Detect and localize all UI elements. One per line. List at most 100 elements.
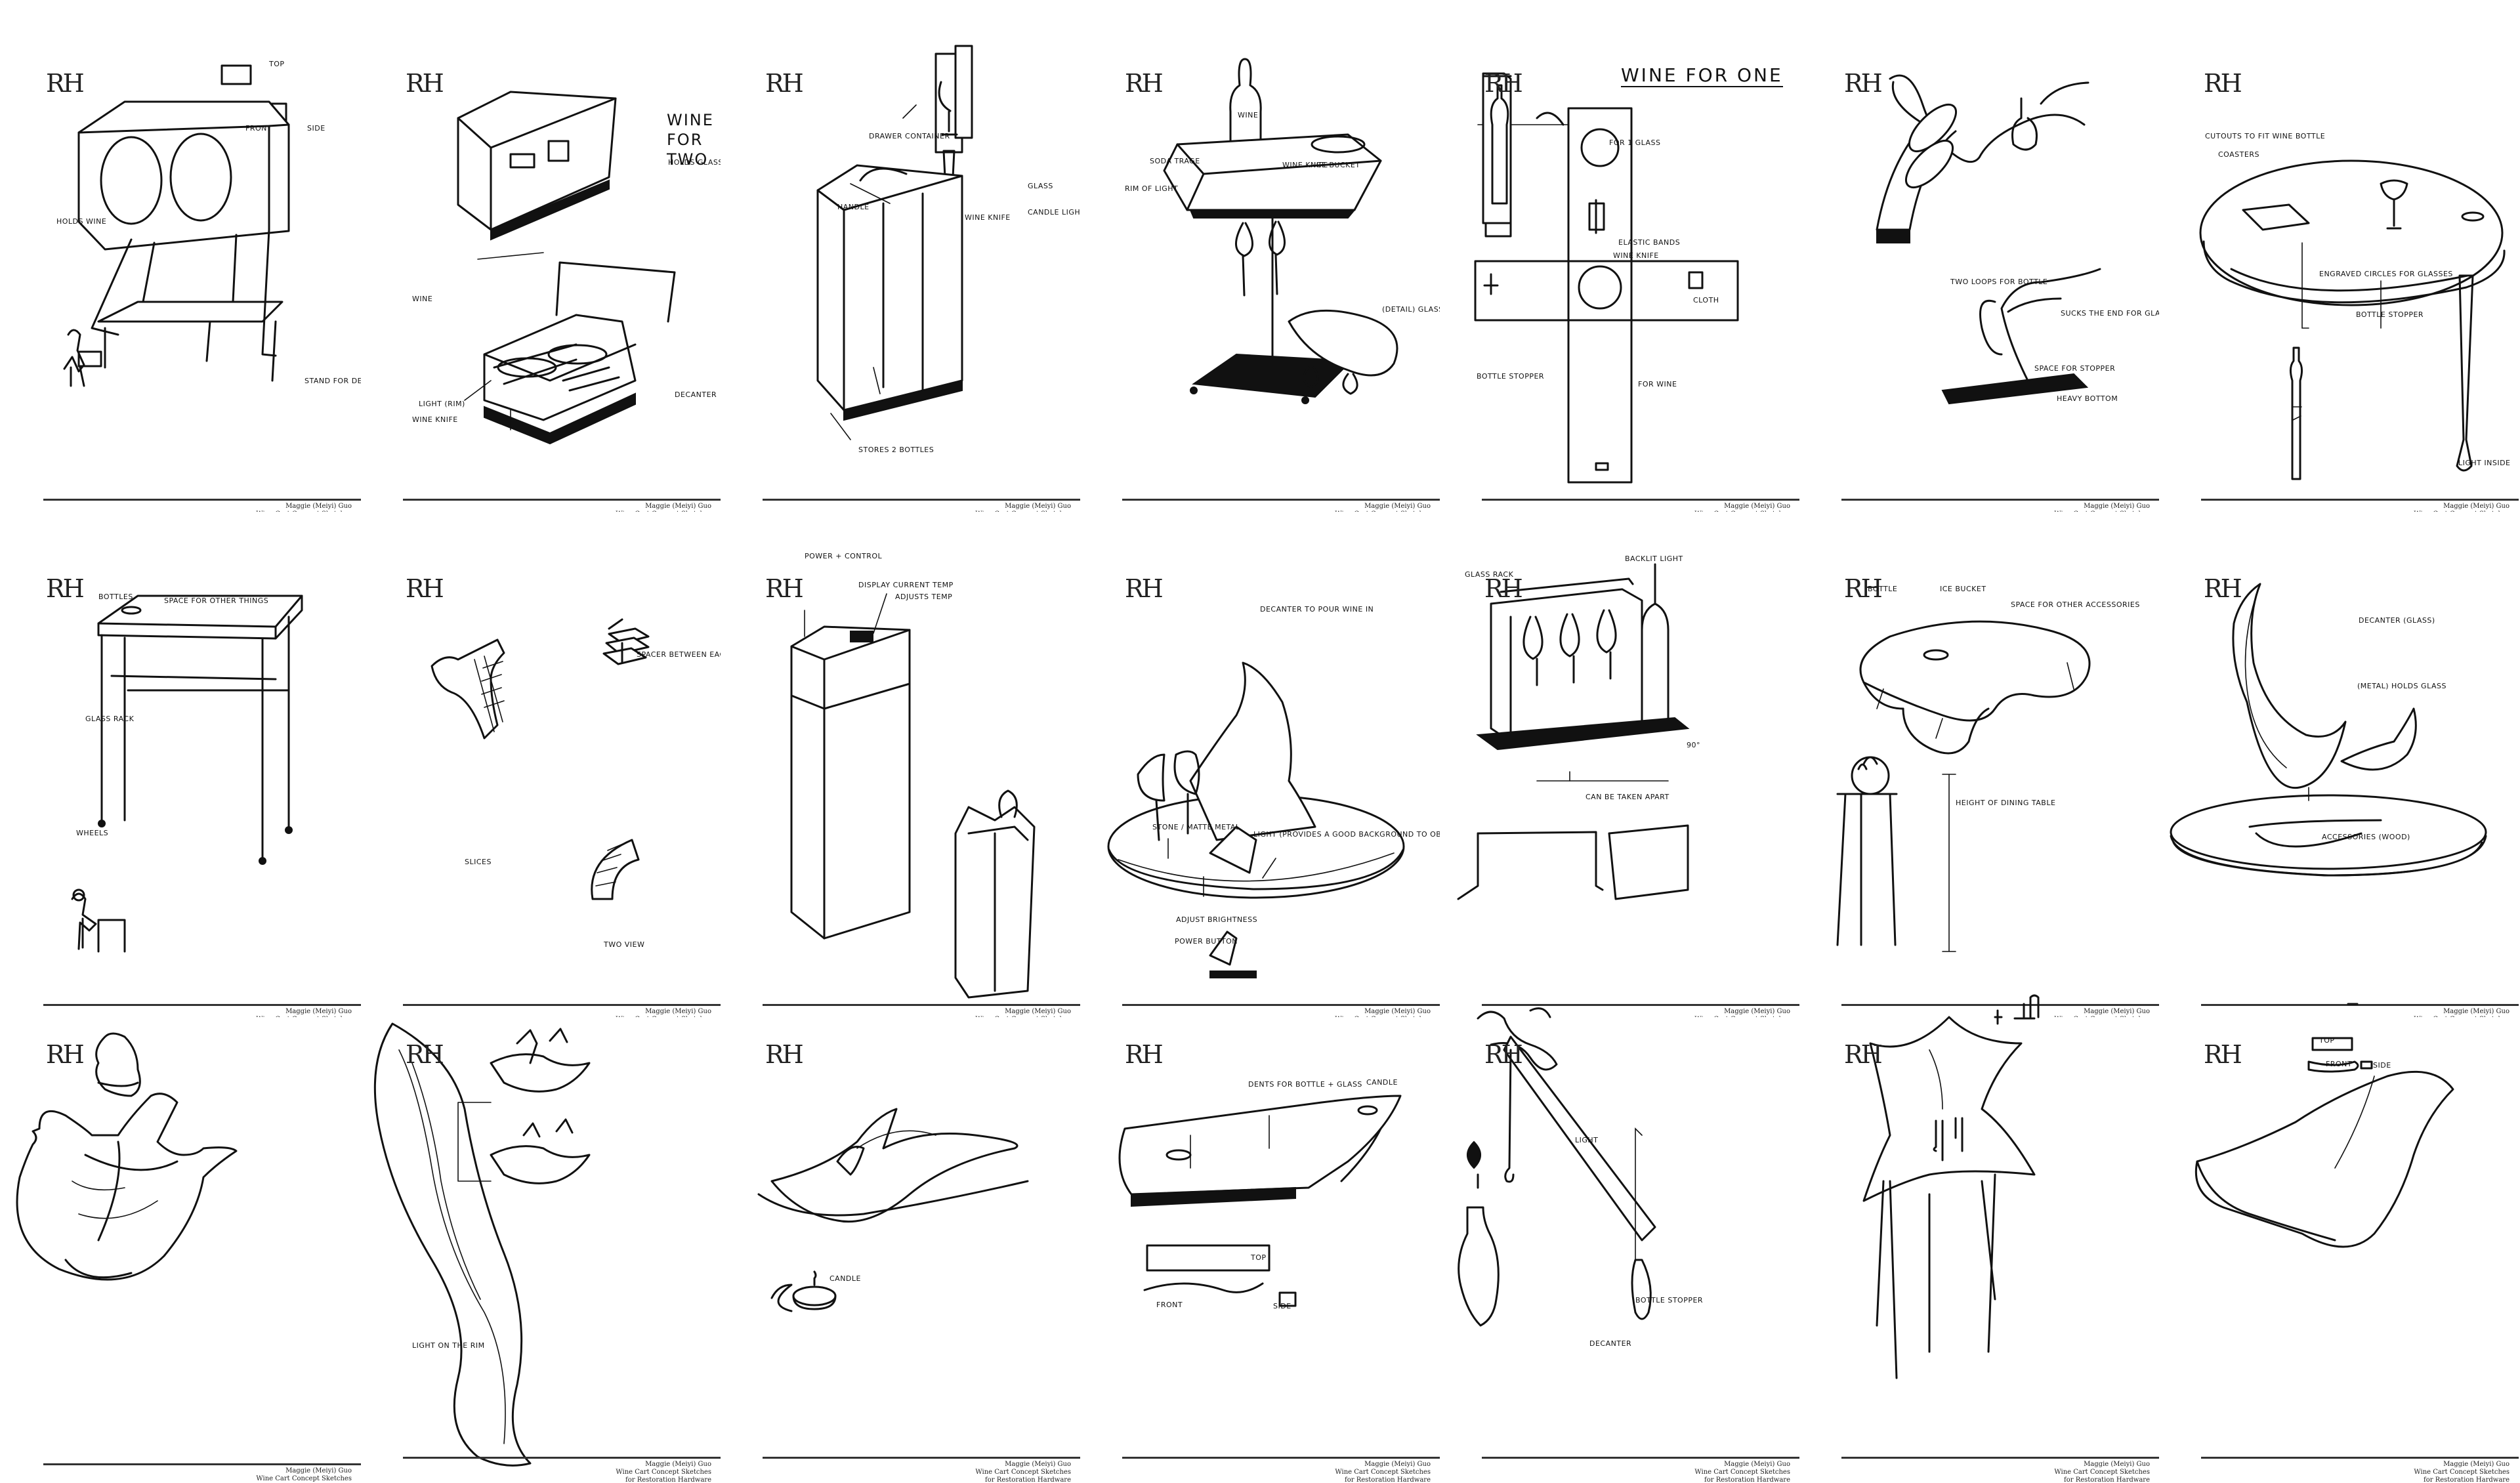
rh-logo: RH: [406, 574, 444, 603]
rh-logo: RH: [2204, 69, 2242, 98]
rh-logo: RH: [46, 574, 85, 603]
rh-logo: RH: [2204, 574, 2242, 603]
footer-title: Wine Cart Concept Sketches: [2414, 1469, 2510, 1476]
annotation-label: DISPLAY CURRENT TEMP: [858, 581, 954, 589]
annotation-label: GLASS RACK: [85, 715, 135, 723]
rh-logo: RH: [1125, 1040, 1164, 1069]
footer-title: Wine Cart Concept Sketches: [2352, 1016, 2510, 1017]
footer-rule: [1841, 1457, 2159, 1459]
concept-sketch-drawing: [719, 984, 1080, 1483]
annotation-label: FOR WINE: [1638, 380, 1677, 388]
annotation-label: RIM OF LIGHT: [1125, 184, 1179, 193]
concept-sketch-drawing: [1079, 984, 1440, 1483]
annotation-label: LIGHT (PROVIDES A GOOD BACKGROUND TO OBS…: [1253, 830, 1440, 839]
concept-sketch-drawing: [2158, 13, 2519, 512]
rh-logo: RH: [1484, 69, 1523, 98]
footer-title: Wine Cart Concept Sketches: [256, 1475, 352, 1482]
annotation-label: SUCKS THE END FOR GLASS: [2061, 309, 2159, 318]
footer-author: Maggie (Meiyi) Guo: [1364, 1461, 1431, 1468]
concept-sketch-drawing: [360, 13, 721, 512]
footer-title: Wine Cart Concept Sketches: [975, 1469, 1071, 1476]
footer-author: Maggie (Meiyi) Guo: [285, 1008, 352, 1015]
annotation-label: LIGHT (RIM): [419, 400, 465, 408]
annotation-label: CANDLE: [830, 1274, 861, 1283]
annotation-label: COASTERS: [2218, 150, 2259, 159]
annotation-label: WHEELS: [76, 829, 109, 837]
footer-title: Wine Cart Concept Sketches: [194, 511, 352, 512]
annotation-label: BOTTLE STOPPER: [2356, 310, 2424, 319]
annotation-label: DECANTER: [675, 390, 717, 399]
footer-author: Maggie (Meiyi) Guo: [2084, 1461, 2150, 1468]
footer-rule: [1841, 499, 2159, 501]
rh-logo: RH: [1125, 574, 1164, 603]
concept-sketch-drawing: [2158, 984, 2519, 1483]
annotation-label: DECANTER TO POUR WINE IN: [1260, 605, 1374, 614]
concept-sketch-drawing: [1079, 518, 1440, 1017]
footer-author: Maggie (Meiyi) Guo: [2443, 1008, 2510, 1015]
concept-sketch-drawing: [719, 13, 1080, 512]
sketch-title: WINE FOR TWO: [667, 111, 714, 169]
annotation-label: TWO LOOPS FOR BOTTLE: [1950, 278, 2048, 286]
annotation-label: DRAWER CONTAINER: [869, 132, 950, 140]
annotation-label: ADJUSTS TEMP: [895, 593, 953, 601]
annotation-label: BOTTLE STOPPER: [1477, 372, 1545, 381]
footer-rule: [1482, 499, 1799, 501]
footer-client: for Restoration Hardware: [1345, 1476, 1431, 1483]
annotation-label: DECANTER: [1589, 1339, 1632, 1348]
footer-rule: [1122, 1004, 1440, 1006]
footer-rule: [403, 499, 721, 501]
annotation-label: ACCESSORIES (WOOD): [2322, 833, 2410, 841]
concept-sketch-drawing: [360, 518, 721, 1017]
footer-author: Maggie (Meiyi) Guo: [645, 1461, 711, 1468]
footer-title: Wine Cart Concept Sketches: [1273, 511, 1431, 512]
footer-title: Wine Cart Concept Sketches: [1694, 1469, 1790, 1476]
annotation-label: SPACE FOR STOPPER: [2034, 364, 2116, 373]
annotation-label: SPACE FOR OTHER ACCESSORIES: [2011, 600, 2140, 609]
annotation-label: SIDE: [2373, 1061, 2391, 1070]
annotation-label: ELASTIC BANDS: [1618, 238, 1681, 247]
concept-sketch-drawing: [1798, 984, 2159, 1483]
footer-title: Wine Cart Concept Sketches: [914, 511, 1071, 512]
footer-client: for Restoration Hardware: [985, 1476, 1071, 1483]
annotation-label: WINE: [412, 295, 433, 303]
footer-author: Maggie (Meiyi) Guo: [285, 503, 352, 510]
footer-client: for Restoration Hardware: [2064, 1476, 2150, 1483]
annotation-label: LIGHT INSIDE: [2458, 459, 2511, 467]
annotation-label: ICE BUCKET: [1314, 161, 1360, 169]
footer-title: Wine Cart Concept Sketches: [616, 1469, 711, 1476]
footer-rule: [763, 1457, 1080, 1459]
annotation-label: TOP: [1251, 1253, 1267, 1262]
footer-title: Wine Cart Concept Sketches: [1335, 1469, 1431, 1476]
concept-sketch-drawing: [1438, 13, 1799, 512]
annotation-label: SIDE: [307, 124, 326, 133]
concept-sketch-drawing: [1798, 518, 2159, 1017]
footer-rule: [1122, 499, 1440, 501]
footer-rule: [763, 1004, 1080, 1006]
annotation-label: BACKLIT LIGHT: [1625, 554, 1683, 563]
annotation-label: HEAVY BOTTOM: [2057, 394, 2118, 403]
annotation-label: HEIGHT OF DINING TABLE: [1956, 799, 2056, 807]
footer-rule: [43, 499, 361, 501]
annotation-label: SLICES: [465, 858, 492, 866]
concept-sketch-drawing: [1438, 518, 1799, 1017]
annotation-label: SIDE: [1273, 1302, 1292, 1310]
annotation-label: BOTTLES: [98, 593, 133, 601]
annotation-label: CANDLE: [1366, 1078, 1398, 1087]
